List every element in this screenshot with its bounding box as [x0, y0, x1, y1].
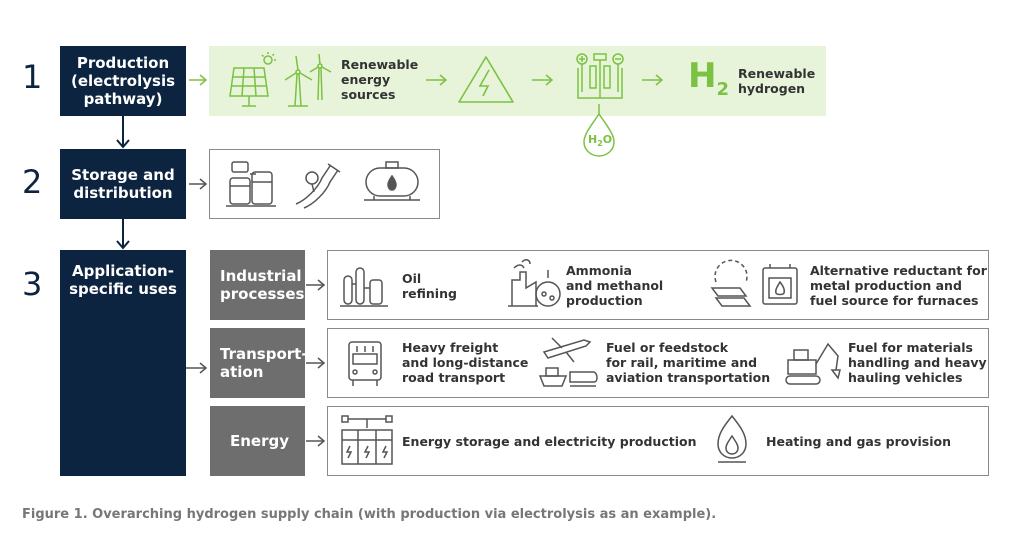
- arrow-right-production: [189, 74, 208, 86]
- application-uses-box: Application- specific uses: [60, 250, 186, 476]
- transport-item-3: Fuel for materials handling and heavy ha…: [848, 340, 987, 385]
- arrow-down-2-3: [116, 219, 130, 250]
- industrial-item-2: Ammonia and methanol production: [566, 263, 664, 308]
- renewable-hydrogen-label: Renewable hydrogen: [738, 66, 816, 96]
- storage-distribution-box: Storage and distribution: [60, 149, 186, 219]
- water-formula: H2O: [588, 133, 613, 149]
- truck-icon: [348, 341, 382, 386]
- water-drop-icon: [583, 104, 615, 157]
- arrow-right-to-electrolyser: [532, 74, 554, 86]
- step-number-1: 1: [22, 58, 43, 96]
- arrow-right-application: [186, 362, 208, 374]
- arrow-right-storage: [189, 178, 208, 190]
- tanker-icon: [364, 161, 420, 201]
- transportation-box: Transport- ation: [210, 328, 308, 398]
- step-number-3: 3: [22, 265, 43, 303]
- storage-tanks-icon: [226, 161, 276, 207]
- pipeline-icon: [295, 163, 341, 209]
- arrow-right-to-hydrogen: [642, 74, 664, 86]
- industrial-item-3: Alternative reductant for metal producti…: [810, 263, 987, 308]
- transport-item-1: Heavy freight and long-distance road tra…: [402, 340, 529, 385]
- energy-box: Energy: [210, 406, 305, 476]
- electrolyser-icon: [576, 53, 624, 99]
- arrow-right-industrial: [306, 279, 326, 291]
- energy-storage-icon: [341, 415, 393, 465]
- industrial-item-1: Oil refining: [402, 271, 457, 301]
- solar-panel-icon: [229, 52, 276, 107]
- furnace-icon: [762, 264, 798, 305]
- transport-item-2: Fuel or feedstock for rail, maritime and…: [606, 340, 771, 385]
- arrow-right-to-electricity: [426, 74, 448, 86]
- production-box: Production (electrolysis pathway): [60, 46, 186, 116]
- metal-gear-icon: [710, 259, 752, 307]
- electricity-warning-icon: [458, 56, 514, 103]
- oil-refinery-icon: [340, 267, 388, 307]
- step-number-2: 2: [22, 163, 43, 201]
- arrow-down-1-2: [116, 116, 130, 149]
- transport-items-box: [327, 328, 989, 398]
- production-band: [209, 46, 826, 116]
- energy-item-1: Energy storage and electricity productio…: [402, 434, 697, 449]
- figure-caption: Figure 1. Overarching hydrogen supply ch…: [22, 507, 717, 522]
- chemical-plant-icon: [508, 259, 561, 307]
- plane-ship-train-icon: [538, 337, 598, 387]
- arrow-right-transport: [306, 357, 326, 369]
- energy-item-2: Heating and gas provision: [766, 434, 951, 449]
- hydrogen-symbol: H2: [688, 56, 729, 100]
- storage-box: [209, 149, 440, 219]
- renewable-sources-label: Renewable energy sources: [341, 57, 419, 102]
- wind-turbine-icon: [284, 53, 332, 107]
- industrial-items-box: [327, 250, 989, 320]
- energy-items-box: [327, 406, 989, 476]
- industrial-processes-box: Industrial processes: [210, 250, 305, 320]
- excavator-icon: [785, 342, 841, 385]
- gas-flame-icon: [717, 414, 747, 463]
- arrow-right-energy: [306, 435, 326, 447]
